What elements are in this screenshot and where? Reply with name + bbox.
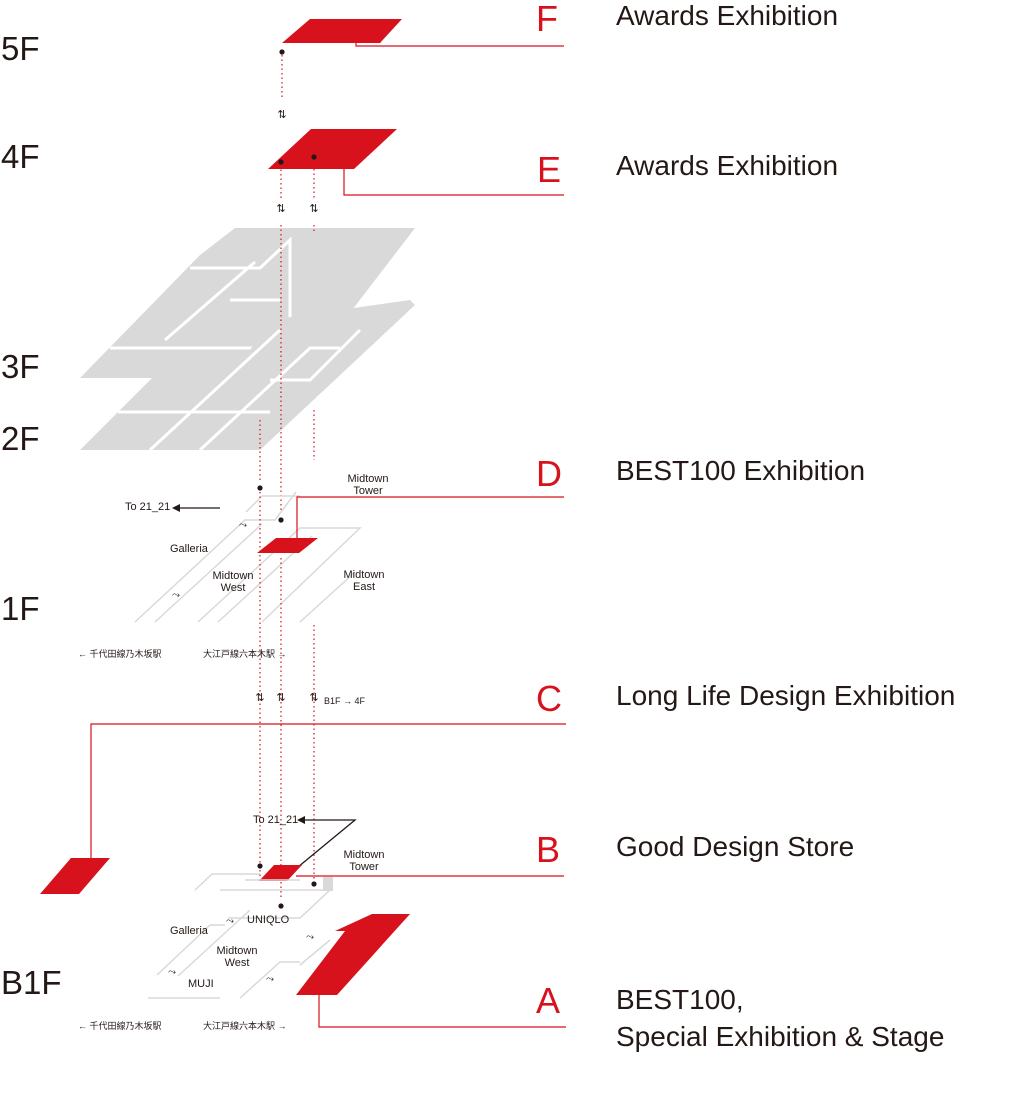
zone-letter-f: F <box>536 0 558 39</box>
station-nogizaka-label-1f: ← 千代田線乃木坂駅 <box>78 649 162 659</box>
floor-label-2f: 2F <box>1 420 40 457</box>
station-roppongi-label-b1f: 大江戸線六本木駅 → <box>203 1021 287 1031</box>
zone-letter-a: A <box>536 980 561 1021</box>
to-2121-label-b1f: To 21_21 <box>253 814 299 826</box>
b1f-structure <box>323 877 333 891</box>
zone-letter-c: C <box>536 678 562 719</box>
elevator-icon: ⇅ <box>309 203 318 215</box>
escalator-icon: ⤳ <box>239 520 247 531</box>
galleria-label-1f: Galleria <box>170 543 208 555</box>
elevator-dot <box>311 881 317 887</box>
midtown-west-label-1f: Midtown West <box>212 570 254 594</box>
escalator-icon: ⤳ <box>172 590 180 601</box>
station-roppongi-label-1f: 大江戸線六本木駅 → <box>203 649 287 659</box>
leader-line-f <box>355 39 564 47</box>
midtown-east-label-1f: Midtown East <box>343 569 385 593</box>
floor-label-5f: 5F <box>1 30 40 67</box>
area-c[interactable] <box>40 858 110 894</box>
zone-letter-b: B <box>536 829 561 870</box>
floor-label-b1f: B1F <box>1 964 62 1001</box>
elevator-icon: ⇅ <box>255 692 264 704</box>
midtown-tower-label-1f: Midtown Tower <box>347 473 389 497</box>
to-2121-arrow-b1 <box>297 819 357 868</box>
zone-label-f: Awards Exhibition <box>616 0 839 31</box>
midtown-west-label-b1f: Midtown West <box>216 945 258 969</box>
elevator-icon: ⇅ <box>309 692 318 704</box>
zone-label-d: BEST100 Exhibition <box>616 455 866 486</box>
area-e-4f[interactable] <box>268 129 397 169</box>
area-a-b1f[interactable] <box>296 914 410 995</box>
leader-line-a <box>318 995 566 1028</box>
elevator-icon: ⇅ <box>276 692 285 704</box>
zone-letter-e: E <box>537 149 562 190</box>
zone-label-c: Long Life Design Exhibition <box>616 680 956 711</box>
elevator-icon: ⇅ <box>276 203 285 215</box>
floor-label-1f: 1F <box>1 590 40 627</box>
elevator-dot <box>278 159 284 165</box>
area-d-1f[interactable] <box>257 538 318 553</box>
escalator-icon: ⤳ <box>266 974 274 985</box>
zone-label-a-line1: BEST100, <box>616 984 744 1015</box>
zone-label-e: Awards Exhibition <box>616 150 839 181</box>
leader-line-d <box>296 496 564 538</box>
area-f-5f[interactable] <box>282 19 402 43</box>
elevator-note: B1F → 4F <box>324 696 366 706</box>
elevator-dot <box>278 903 284 909</box>
floor-b1f-plan <box>148 873 332 999</box>
zone-label-b: Good Design Store <box>616 831 855 862</box>
floor-label-3f: 3F <box>1 348 40 385</box>
floor-2f-plan <box>80 300 415 452</box>
area-b-b1f[interactable] <box>259 865 302 881</box>
leader-line-c <box>90 723 566 862</box>
uniqlo-label-b1f: UNIQLO <box>247 914 290 926</box>
station-nogizaka-label-b1f: ← 千代田線乃木坂駅 <box>78 1021 162 1031</box>
escalator-icon: ⤳ <box>226 916 234 927</box>
muji-label-b1f: MUJI <box>188 978 214 990</box>
elevator-icon: ⇅ <box>277 109 286 121</box>
elevator-dot <box>257 863 263 869</box>
zone-letter-d: D <box>536 453 562 494</box>
elevator-dot <box>279 49 285 55</box>
escalator-icon: ⤳ <box>168 967 176 978</box>
galleria-label-b1f: Galleria <box>170 925 208 937</box>
zone-label-a-line2: Special Exhibition & Stage <box>616 1021 945 1052</box>
leader-line-e <box>343 169 564 196</box>
elevator-dot <box>311 154 317 160</box>
escalator-icon: ⤳ <box>306 932 314 943</box>
elevator-dot <box>257 485 263 491</box>
floor-label-4f: 4F <box>1 138 40 175</box>
to-2121-label-1f: To 21_21 <box>125 501 171 513</box>
midtown-tower-label-b1f: Midtown Tower <box>343 849 385 873</box>
elevator-dot <box>278 517 284 523</box>
